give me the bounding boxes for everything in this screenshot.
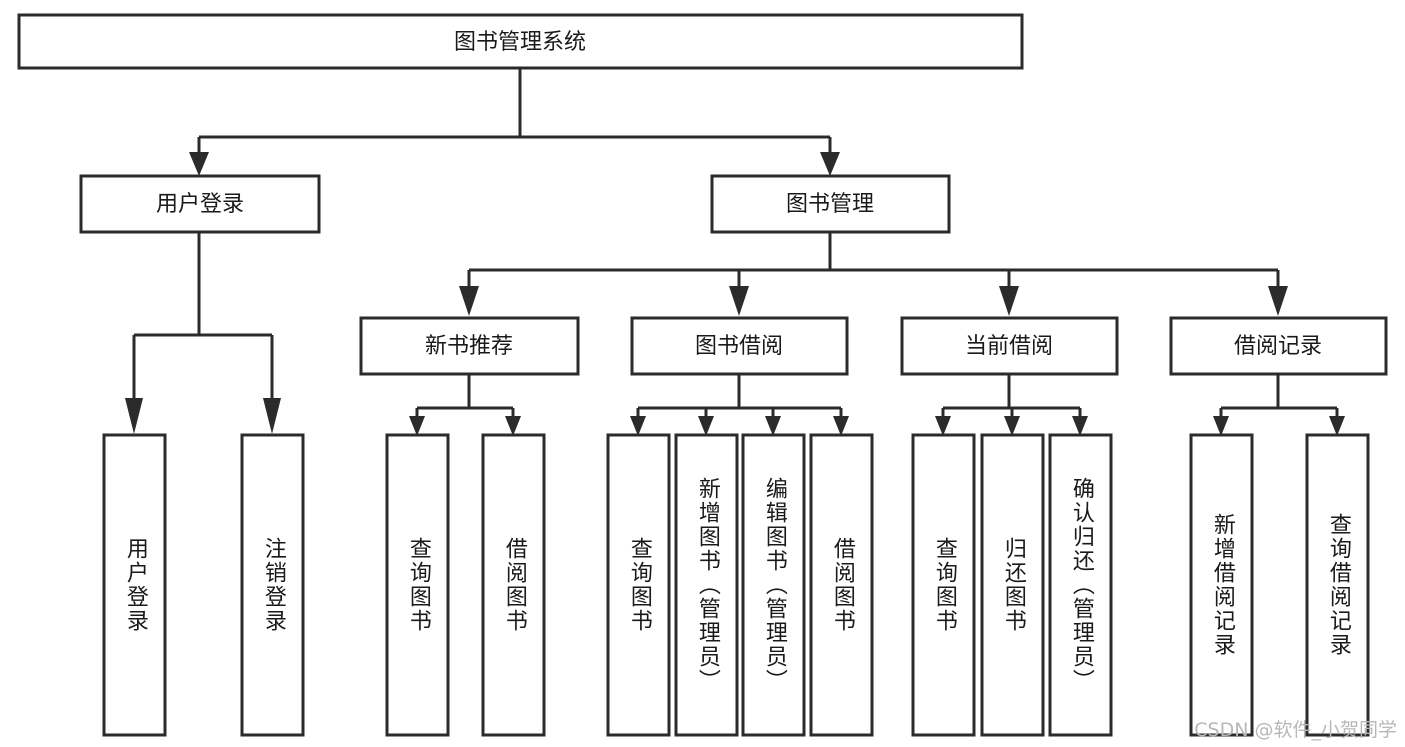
node-current-borrow-box[interactable]: [900, 316, 1119, 376]
node-user-login[interactable]: 用户登录: [79, 174, 321, 234]
arrowhead-q3: [935, 416, 951, 436]
node-current-borrow[interactable]: 当前借阅: [900, 316, 1119, 376]
arrowhead-leaf-user-login: [125, 398, 143, 434]
arrowhead-leaf-logout: [263, 398, 281, 434]
leaf-box-user-login[interactable]: [102, 433, 167, 737]
node-borrow-record-box[interactable]: [1169, 316, 1388, 376]
leaf-box-confirm-return[interactable]: [1048, 433, 1113, 737]
leaf-box-query-book-2[interactable]: [606, 433, 671, 737]
leaf-box-query-book-1[interactable]: [385, 433, 450, 737]
arrowhead-book-manage: [820, 152, 840, 176]
arrowhead-current-borrow: [999, 286, 1019, 316]
node-borrow-record[interactable]: 借阅记录: [1169, 316, 1388, 376]
leaf-box-edit-book[interactable]: [741, 433, 806, 737]
leaf-box-return-book[interactable]: [980, 433, 1045, 737]
node-root-box[interactable]: [17, 13, 1024, 70]
node-borrow-record-label: 借阅记录: [1234, 334, 1322, 359]
node-book-borrow[interactable]: 图书借阅: [630, 316, 849, 376]
node-book-manage-box[interactable]: [710, 174, 951, 234]
arrowhead-return-book: [1004, 416, 1020, 436]
leaf-box-layer: [102, 433, 1370, 737]
arrowhead-b2: [833, 416, 849, 436]
node-book-manage-label: 图书管理: [786, 192, 874, 217]
arrowhead-edit-book: [765, 416, 781, 436]
arrowhead-query-record: [1329, 416, 1345, 436]
leaf-box-add-record[interactable]: [1189, 433, 1254, 737]
node-new-book-recommend-label: 新书推荐: [425, 334, 513, 359]
node-root[interactable]: 图书管理系统: [17, 13, 1024, 70]
arrowhead-borrow-record: [1268, 286, 1288, 316]
node-new-book-recommend[interactable]: 新书推荐: [359, 316, 580, 376]
arrowhead-b1: [505, 416, 521, 436]
node-book-manage[interactable]: 图书管理: [710, 174, 951, 234]
node-book-borrow-label: 图书借阅: [695, 334, 783, 359]
leaf-box-add-book[interactable]: [674, 433, 739, 737]
node-new-book-recommend-box[interactable]: [359, 316, 580, 376]
node-current-borrow-label: 当前借阅: [965, 334, 1053, 359]
leaf-box-query-record[interactable]: [1305, 433, 1370, 737]
arrowhead-q1: [409, 416, 425, 436]
node-root-label: 图书管理系统: [454, 30, 586, 55]
leaf-box-query-book-3[interactable]: [911, 433, 976, 737]
arrowhead-book-borrow: [729, 286, 749, 316]
leaf-box-logout-login[interactable]: [240, 433, 305, 737]
node-book-borrow-box[interactable]: [630, 316, 849, 376]
arrowhead-confirm-return: [1072, 416, 1088, 436]
arrowhead-add-record: [1213, 416, 1229, 436]
leaf-box-borrow-book-1[interactable]: [481, 433, 546, 737]
arrowhead-user-login: [189, 152, 209, 176]
arrowhead-new-book: [459, 286, 479, 316]
node-user-login-label: 用户登录: [156, 192, 244, 217]
connector-layer: [125, 68, 1345, 436]
leaf-box-borrow-book-2[interactable]: [809, 433, 874, 737]
node-user-login-box[interactable]: [79, 174, 321, 234]
arrowhead-add-book: [698, 416, 714, 436]
arrowhead-q2: [630, 416, 646, 436]
